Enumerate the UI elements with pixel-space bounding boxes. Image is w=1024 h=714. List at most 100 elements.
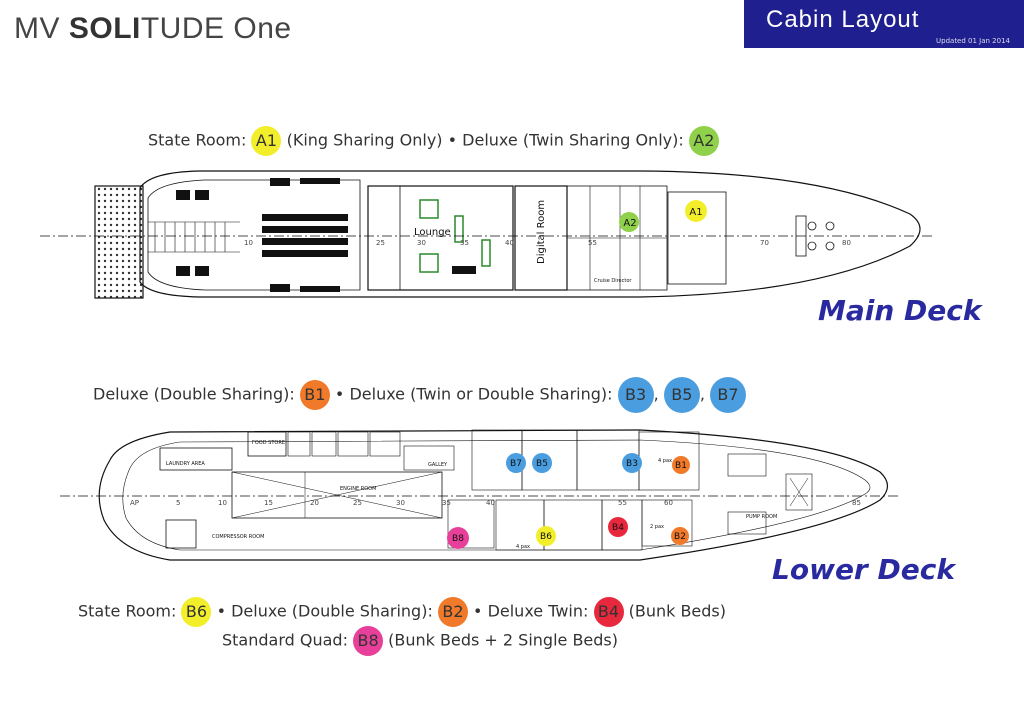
main-frame-numbers: 10 25 30 35 40 55 70 80 [244,239,851,247]
frame-85: 85 [852,499,861,507]
digital-room-label: Digital Room [536,200,547,264]
title-bold: SOLI [68,12,141,45]
legend-deluxe-double: Deluxe (Double Sharing): [231,601,433,621]
cabin-b2-label: B2 [674,532,686,542]
cabin-b2-marker [671,527,689,545]
lower-deck-cabins: B7 B5 B3 B1 B2 B4 B6 B8 [447,453,690,549]
lower-hull [98,429,889,561]
lower-deck-label: Lower Deck [772,553,955,586]
aft-deck [147,179,361,291]
legend-sep: • [334,384,345,404]
legend-state-room: State Room: [78,601,177,621]
legend-a2: A2 [688,126,719,156]
frame-40: 40 [486,499,495,507]
main-deck-cabins: A1 A2 [619,200,707,232]
legend-comma: , [653,384,659,404]
cabin-b3-label: B3 [626,459,638,469]
cabin-b7-label: B7 [510,459,522,469]
legend-b6: B6 [181,597,212,627]
frame-55: 55 [588,239,597,247]
legend-state-room: State Room: [148,130,247,150]
legend-b2: B2 [437,597,468,627]
legend-b7: B7 [710,377,746,413]
laundry-label: LAUNDRY AREA [166,461,205,467]
lounge-label: Lounge [414,227,451,238]
cabin-a2-label: A2 [623,218,636,229]
frame-35: 35 [442,499,451,507]
lower-cabin-walls [447,429,813,551]
title-rest: TUDE One [140,12,292,45]
pax-label-a: 4 pax [658,458,672,464]
frame-40: 40 [505,239,514,247]
legend-b4-note: (Bunk Beds) [628,601,726,621]
frame-10: 10 [244,239,253,247]
cabin-b6-marker [536,526,556,546]
food-store-room [247,431,287,457]
galley-room [403,445,455,471]
legend-deluxe-twin: Deluxe Twin: [487,601,589,621]
legend-a1: A1 [251,126,282,156]
frame-25: 25 [353,499,362,507]
main-deck-label: Main Deck [818,294,982,327]
badge-updated: Updated 01 Jan 2014 [936,37,1010,45]
legend-a1-note: (King Sharing Only) [286,130,443,150]
ship-title: MV SOLITUDE One [14,12,292,46]
legend-comma: , [699,384,705,404]
compressor-label: COMPRESSOR ROOM [212,534,264,540]
main-hull [139,170,921,298]
compressor-unit [165,519,197,549]
frame-10: 10 [218,499,227,507]
pax-label-c: 4 pax [516,544,530,550]
lower-deck-plan [60,429,900,561]
frame-60: 60 [664,499,673,507]
cabin-b6-label: B6 [540,532,552,542]
cabin-b4-label: B4 [612,523,624,533]
frame-ap: AP [130,499,139,507]
badge-title: Cabin Layout [766,6,920,33]
deck-loungers [176,178,348,292]
frame-15: 15 [264,499,273,507]
legend-standard-quad: Standard Quad: [222,630,348,650]
lounge-area [367,185,514,291]
lower-inner-hull [122,439,871,551]
legend-b3: B3 [617,377,654,413]
frame-25: 25 [376,239,385,247]
lower-frame-numbers: AP 5 10 15 20 25 30 35 40 55 60 85 [130,499,861,507]
frame-30: 30 [396,499,405,507]
engine-room-label: ENGINE ROOM [340,486,376,492]
frame-30: 30 [417,239,426,247]
lounge-furniture [419,199,491,273]
legend-deluxe-double: Deluxe (Double Sharing): [93,384,295,404]
cabin-b4-marker [608,517,628,537]
main-deck-labels: Lounge Digital Room Cruise Director [414,200,632,284]
lower-deck-legend-quad: Standard Quad: B8 (Bunk Beds + 2 Single … [222,626,618,656]
title-prefix: MV [14,12,69,45]
frame-35: 35 [460,239,469,247]
frame-20: 20 [310,499,319,507]
a1-cabin [667,191,727,285]
lower-deck-labels: LAUNDRY AREA FOOD STORE GALLEY COMPRESSO… [166,440,777,550]
cabin-a1-label: A1 [689,207,702,218]
lower-deck-legend-top: Deluxe (Double Sharing): B1 • Deluxe (Tw… [93,377,746,413]
legend-b5: B5 [663,377,700,413]
legend-sep: • [447,130,458,150]
frame-80: 80 [842,239,851,247]
main-deck-legend: State Room: A1 (King Sharing Only) • Del… [148,126,719,156]
legend-b4: B4 [593,597,624,627]
cabin-b5-marker [532,453,552,473]
cruise-director-label: Cruise Director [594,278,632,284]
legend-deluxe-twin: Deluxe (Twin Sharing Only): [462,130,684,150]
pax-label-b: 2 pax [650,524,664,530]
frame-70: 70 [760,239,769,247]
legend-deluxe-twin-double: Deluxe (Twin or Double Sharing): [349,384,613,404]
aft-stairs [148,221,240,253]
legend-sep: • [473,601,483,621]
cabin-b8-label: B8 [452,534,464,544]
pump-room-label: PUMP ROOM [746,514,777,520]
cabin-b1-marker [672,456,690,474]
legend-b1: B1 [299,380,330,410]
cabin-b1-label: B1 [675,461,687,471]
cabin-b7-marker [506,453,526,473]
legend-b8: B8 [353,626,384,656]
